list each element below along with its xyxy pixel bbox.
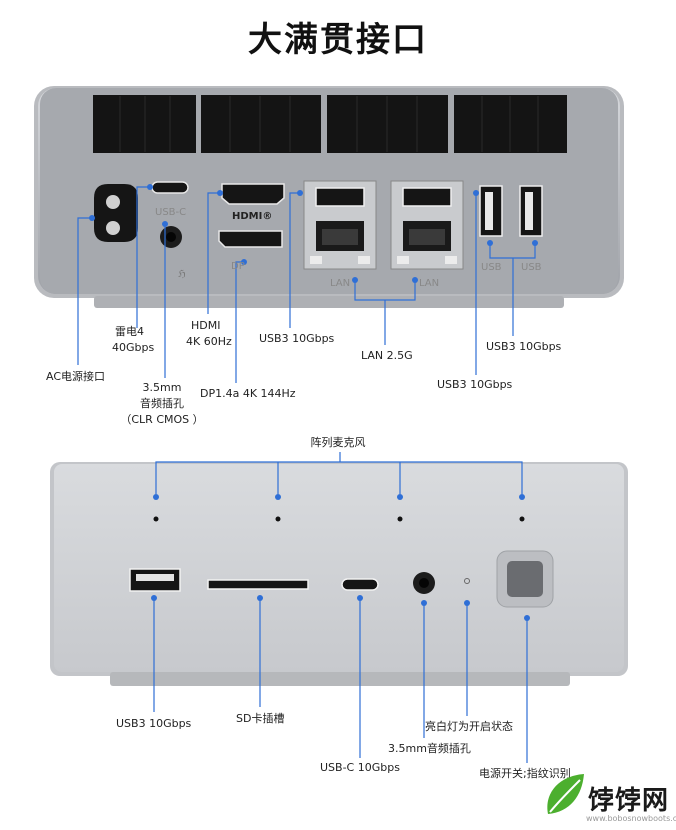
callout-usb3-front: USB3 10Gbps	[116, 717, 192, 730]
callout-power-fingerprint: 电源开关;指纹识别	[479, 767, 571, 780]
callout-audio-front: 3.5mm音频插孔	[388, 742, 471, 755]
lan-block-2	[390, 180, 464, 270]
hdmi-port: HDMI®	[221, 183, 285, 222]
hdmi-logo: HDMI®	[232, 211, 272, 222]
displayport-port	[218, 230, 283, 248]
rear-vents	[93, 95, 567, 153]
callout-displayport: DP1.4a 4K 144Hz	[200, 387, 296, 400]
callout-mic-array: 阵列麦克风	[310, 436, 366, 449]
callout-hdmi-name: HDMI	[191, 319, 221, 332]
usb2-port-label: USB	[521, 262, 542, 273]
callout-usb3-rear-a: USB3 10Gbps	[259, 332, 335, 345]
callout-status-led: 亮白灯为开启状态	[425, 720, 513, 733]
page-title: 大满贯接口	[248, 20, 428, 60]
front-audio-jack	[413, 572, 435, 594]
callout-thunderbolt4-speed: 40Gbps	[112, 341, 155, 354]
ac-power-inlet	[94, 184, 138, 242]
callout-audio-size: 3.5mm	[142, 381, 182, 394]
clr-cmos-icon: ℌ	[178, 269, 186, 280]
mic-holes	[153, 516, 525, 522]
front-usbc-port	[341, 578, 379, 591]
lan-block-1	[303, 180, 377, 270]
callout-usb3-rear-b: USB3 10Gbps	[486, 340, 562, 353]
callout-ac-power: AC电源接口	[46, 370, 106, 383]
sd-card-slot	[207, 579, 309, 590]
rear-callout-dots	[89, 184, 538, 283]
callout-usbc-front: USB-C 10Gbps	[320, 761, 400, 774]
front-callout-lines	[153, 452, 528, 763]
front-callout-dots	[151, 494, 530, 621]
dp-port-label: DP	[231, 261, 245, 272]
rear-audio-jack	[160, 226, 182, 248]
usbc-port-label: USB-C	[155, 207, 187, 218]
watermark-leaf-logo	[547, 774, 584, 814]
front-usb-port	[129, 568, 181, 592]
lan1-port-label: LAN	[330, 278, 351, 289]
callout-lan: LAN 2.5G	[361, 349, 413, 362]
watermark-name: 饽饽网	[588, 786, 670, 816]
callout-sd-slot: SD卡插槽	[236, 712, 285, 725]
callout-thunderbolt4-name: 雷电4	[115, 325, 144, 338]
callout-hdmi-spec: 4K 60Hz	[186, 335, 232, 348]
callout-audio-name: 音频插孔	[140, 397, 184, 410]
status-led	[464, 578, 470, 584]
usb1-port-label: USB	[481, 262, 502, 273]
front-chassis	[50, 462, 628, 686]
lan2-port-label: LAN	[419, 278, 440, 289]
callout-audio-clr-cmos: （CLR CMOS ）	[120, 413, 204, 426]
callout-usb3-rear-c: USB3 10Gbps	[437, 378, 513, 391]
watermark-url: www.bobosnowboots.com	[586, 814, 676, 823]
power-fingerprint-button	[496, 550, 554, 608]
thunderbolt4-port	[151, 181, 189, 194]
